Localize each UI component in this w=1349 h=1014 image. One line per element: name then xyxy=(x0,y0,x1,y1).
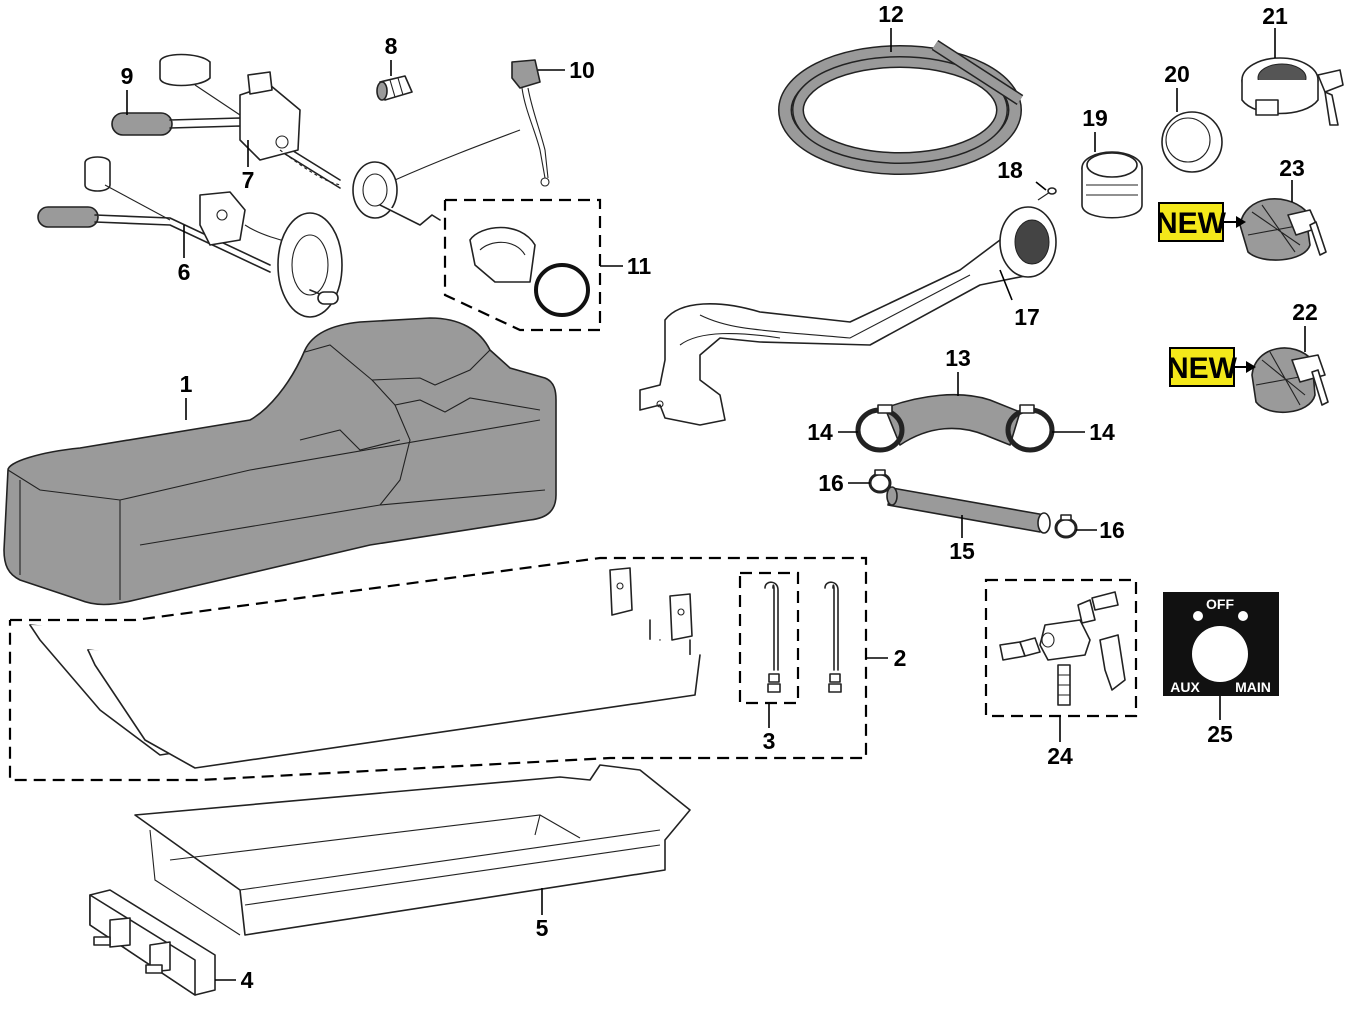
callout-16-left: 16 xyxy=(818,470,844,496)
part-23-locking-cap-new xyxy=(1239,198,1327,261)
new-badge-23: NEW xyxy=(1156,202,1246,242)
part-8-bushing xyxy=(376,75,413,101)
part-2-tank-straps xyxy=(8,556,868,782)
plate-label-aux: AUX xyxy=(1170,679,1200,695)
callout-23: 23 xyxy=(1279,155,1305,181)
part-15-vent-hose xyxy=(886,486,1051,534)
part-3-j-bolts xyxy=(738,571,842,705)
part-10-ground-wire xyxy=(511,59,550,187)
callout-22: 22 xyxy=(1292,299,1318,325)
part-22-locking-cap-new xyxy=(1251,347,1329,414)
part-17-filler-neck xyxy=(639,206,1057,426)
callout-4: 4 xyxy=(241,967,254,993)
callout-18: 18 xyxy=(997,157,1023,183)
callout-14-right: 14 xyxy=(1089,419,1115,445)
new-badge-22: NEW xyxy=(1167,347,1256,387)
plate-label-main: MAIN xyxy=(1235,679,1271,695)
callout-11: 11 xyxy=(627,253,652,279)
part-24-selector-valve xyxy=(984,578,1138,718)
part-14-hose-clamps xyxy=(855,404,1055,453)
callout-2: 2 xyxy=(894,645,907,671)
part-25-selector-plate: OFF AUX MAIN xyxy=(1163,592,1279,696)
plate-label-off: OFF xyxy=(1206,596,1234,612)
callout-3: 3 xyxy=(763,728,776,754)
part-1-fuel-tank xyxy=(3,317,557,606)
new-badge-22-text: NEW xyxy=(1167,352,1238,385)
callout-24: 24 xyxy=(1047,743,1073,769)
callout-12: 12 xyxy=(878,1,904,27)
callout-7: 7 xyxy=(242,167,255,193)
callout-16-right: 16 xyxy=(1099,517,1125,543)
callout-5: 5 xyxy=(536,915,549,941)
callout-8: 8 xyxy=(385,33,398,59)
new-badge-23-text: NEW xyxy=(1156,207,1227,240)
callout-13: 13 xyxy=(945,345,971,371)
callout-14-left: 14 xyxy=(807,419,833,445)
part-7-sending-unit xyxy=(111,53,521,226)
part-18-screw xyxy=(1037,187,1057,201)
part-11-lock-ring-gasket xyxy=(443,198,602,332)
callout-10: 10 xyxy=(569,57,595,83)
callout-17: 17 xyxy=(1014,304,1040,330)
callout-9: 9 xyxy=(121,63,134,89)
part-4-crossmember-bracket xyxy=(89,889,216,996)
part-13-filler-hose xyxy=(884,393,1021,446)
callout-numbers: 1 2 3 4 5 6 7 8 9 10 11 12 13 14 14 15 1… xyxy=(121,1,1318,993)
part-6-sending-unit xyxy=(37,156,343,318)
callout-1: 1 xyxy=(180,371,193,397)
callout-15: 15 xyxy=(949,538,975,564)
part-12-fuel-line-coil xyxy=(778,39,1024,175)
leader-lines xyxy=(126,28,1306,981)
part-20-cap-cover xyxy=(1161,111,1223,173)
part-5-skid-plate xyxy=(134,764,691,936)
callout-6: 6 xyxy=(178,259,191,285)
part-19-fuel-cap xyxy=(1081,151,1143,219)
callout-19: 19 xyxy=(1082,105,1108,131)
callout-20: 20 xyxy=(1164,61,1190,87)
callout-21: 21 xyxy=(1262,3,1288,29)
callout-25: 25 xyxy=(1207,721,1233,747)
part-21-locking-cap xyxy=(1241,57,1344,126)
